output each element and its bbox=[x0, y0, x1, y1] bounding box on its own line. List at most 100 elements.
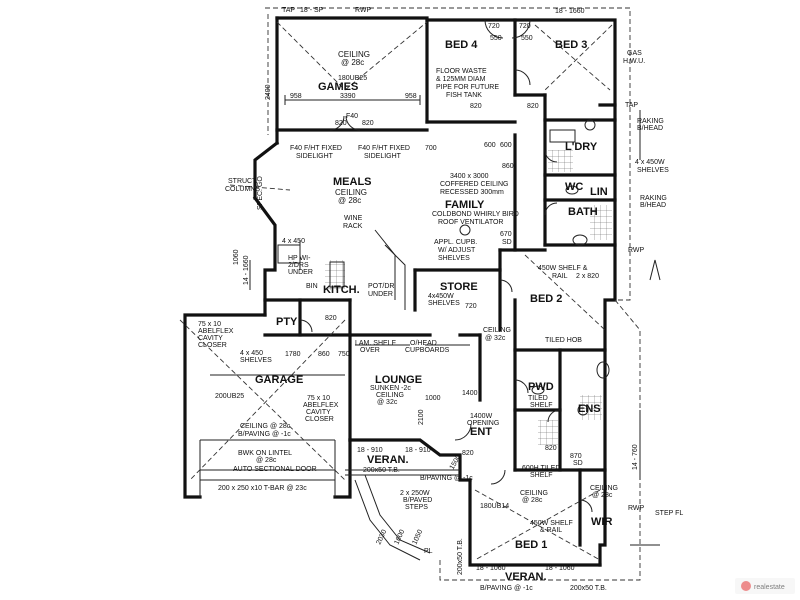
door-swings bbox=[299, 19, 593, 513]
note-shelf-rail-2b: & RAIL bbox=[540, 527, 562, 534]
note-bpaving-mid: B/PAVING @ -1c bbox=[420, 475, 473, 482]
note-750: 750 bbox=[338, 351, 350, 358]
note-sp-top: 18 - SP bbox=[300, 7, 324, 14]
room-veranda-front: VERAN. bbox=[367, 454, 409, 466]
note-670: 670 bbox=[500, 231, 512, 238]
note-potdr-1: POT/DR bbox=[368, 283, 394, 290]
note-shelf-600: 600H TILED bbox=[522, 465, 560, 472]
note-steps-3: STEPS bbox=[405, 504, 428, 511]
note-sunken-2: CEILING bbox=[376, 392, 404, 399]
note-tb-front: 200x50 T.B. bbox=[363, 467, 400, 474]
note-abelflex-1: 75 x 10 bbox=[198, 321, 221, 328]
room-kitch: KITCH. bbox=[323, 284, 360, 296]
note-958b: 958 bbox=[405, 93, 417, 100]
note-shelf-rail-1b: RAIL bbox=[552, 273, 568, 280]
note-sunken-1: SUNKEN -2c bbox=[370, 385, 411, 392]
note-struct-2: COLUMNS bbox=[225, 186, 260, 193]
note-gas: GAS bbox=[627, 50, 642, 57]
note-tap-top: TAP bbox=[282, 7, 295, 14]
watermark-logo: realestate bbox=[735, 578, 795, 594]
note-beam-games: 180UB25 bbox=[338, 75, 367, 82]
note-shelves-1b: SHELVES bbox=[637, 167, 669, 174]
note-shelf-rail-1: 450W SHELF & bbox=[538, 265, 588, 272]
note-f40-fixed-1: F40 F/HT FIXED bbox=[290, 145, 342, 152]
note-f40-fixed-2b: SIDELIGHT bbox=[364, 153, 402, 160]
note-hp-3: UNDER bbox=[288, 269, 313, 276]
note-2100: 2100 bbox=[418, 409, 425, 425]
note-bin: BIN bbox=[306, 283, 318, 290]
note-1400: 1400 bbox=[462, 390, 478, 397]
room-wc: WC bbox=[565, 181, 583, 193]
note-coffered-1: 3400 x 3000 bbox=[450, 173, 489, 180]
room-store: STORE bbox=[440, 281, 478, 293]
note-whirly-2: ROOF VENTILATOR bbox=[438, 219, 503, 226]
note-550a: 550 bbox=[490, 35, 502, 42]
note-wine-1: WINE bbox=[344, 215, 363, 222]
note-sd-2: SD bbox=[573, 460, 583, 467]
room-bed3: BED 3 bbox=[555, 39, 587, 51]
note-floor-waste-2: & 125MM DIAM bbox=[436, 76, 486, 83]
note-rwp-top: RWP bbox=[355, 7, 372, 14]
note-820-kitch: 820 bbox=[325, 315, 337, 322]
note-f40-fixed-1b: SIDELIGHT bbox=[296, 153, 334, 160]
note-steps-2: B/PAVED bbox=[403, 497, 432, 504]
note-1600: 1600 bbox=[393, 529, 406, 546]
interior-walls bbox=[263, 18, 617, 547]
note-18910a: 18 - 910 bbox=[357, 447, 383, 454]
room-games: GAMES bbox=[318, 81, 358, 93]
note-opening-1: 1400W bbox=[470, 413, 493, 420]
note-abelflex-2: ABELFLEX bbox=[198, 328, 234, 335]
note-tbar: 200 x 250 x10 T-BAR @ 23c bbox=[218, 485, 307, 492]
room-ens: ENS bbox=[578, 403, 601, 415]
note-bwk-1: BWK ON LINTEL bbox=[238, 450, 292, 457]
note-tiled-shelf-1: TILED bbox=[528, 395, 548, 402]
note-appl-2: W/ ADJUST bbox=[438, 247, 476, 254]
note-shelves-pantry: 4 x 450 bbox=[282, 238, 305, 245]
note-tiled-hob: TILED HOB bbox=[545, 337, 582, 344]
note-shelves-2b: SHELVES bbox=[428, 300, 460, 307]
note-sd: SD bbox=[502, 239, 512, 246]
room-bed1: BED 1 bbox=[515, 539, 547, 551]
note-opening-2: OPENING bbox=[467, 420, 499, 427]
note-rwp-right: RWP bbox=[628, 247, 645, 254]
note-ceiling-bed1-2: @ 28c bbox=[522, 497, 543, 504]
note-floor-waste-1: FLOOR WASTE bbox=[436, 68, 487, 75]
note-beam-bed1: 180UB14 bbox=[480, 503, 509, 510]
note-18910b: 18 - 910 bbox=[405, 447, 431, 454]
note-bpaving-bottom: B/PAVING @ -1c bbox=[480, 585, 533, 592]
note-720b: 720 bbox=[519, 23, 531, 30]
note-appl-1: APPL. CUPB. bbox=[434, 239, 477, 246]
note-720a: 720 bbox=[488, 23, 500, 30]
note-shelves-3: 4 x 450 bbox=[240, 350, 263, 357]
note-ceiling-wir: CEILING bbox=[590, 485, 618, 492]
note-shelves-2: 4x450W bbox=[428, 293, 454, 300]
note-14-1660: 14 - 1660 bbox=[243, 255, 250, 285]
note-ohead-1: O/HEAD bbox=[410, 340, 437, 347]
plan-notes: TAP 18 - SP RWP 18 - 1660 720 720 550 55… bbox=[198, 7, 683, 592]
note-600a: 600 bbox=[484, 142, 496, 149]
note-struct-1: STRUCT. bbox=[228, 178, 258, 185]
entry-steps bbox=[345, 259, 661, 561]
note-abelflex-g4: CLOSER bbox=[305, 416, 334, 423]
note-rwp-bottom: RWP bbox=[628, 505, 645, 512]
note-1780: 1780 bbox=[285, 351, 301, 358]
room-ldry: L'DRY bbox=[565, 141, 598, 153]
note-hp-1: HP WI- bbox=[288, 255, 311, 262]
note-ceiling-games-2: @ 28c bbox=[341, 58, 364, 67]
note-abelflex-4: CLOSER bbox=[198, 342, 227, 349]
note-ceiling-wir-2: @ 28c bbox=[592, 492, 613, 499]
note-whirly-1: COLDBOND WHIRLY BIRD bbox=[432, 211, 519, 218]
note-958a: 958 bbox=[290, 93, 302, 100]
room-ent: ENT bbox=[470, 426, 492, 438]
room-wir: WIR bbox=[591, 516, 612, 528]
note-860: 860 bbox=[502, 163, 514, 170]
note-wine-2: RACK bbox=[343, 223, 363, 230]
room-labels: GAMES BED 4 BED 3 MEALS FAMILY KITCH. ST… bbox=[255, 39, 612, 583]
note-820-ens: 820 bbox=[545, 445, 557, 452]
note-tb-bottom: 200x50 T.B. bbox=[570, 585, 607, 592]
note-550b: 550 bbox=[521, 35, 533, 42]
note-sunken-3: @ 32c bbox=[377, 399, 398, 406]
note-shelves-1: 4 x 450W bbox=[635, 159, 665, 166]
note-raking-2: RAKING bbox=[640, 195, 667, 202]
room-veranda-bottom: VERAN. bbox=[505, 571, 547, 583]
